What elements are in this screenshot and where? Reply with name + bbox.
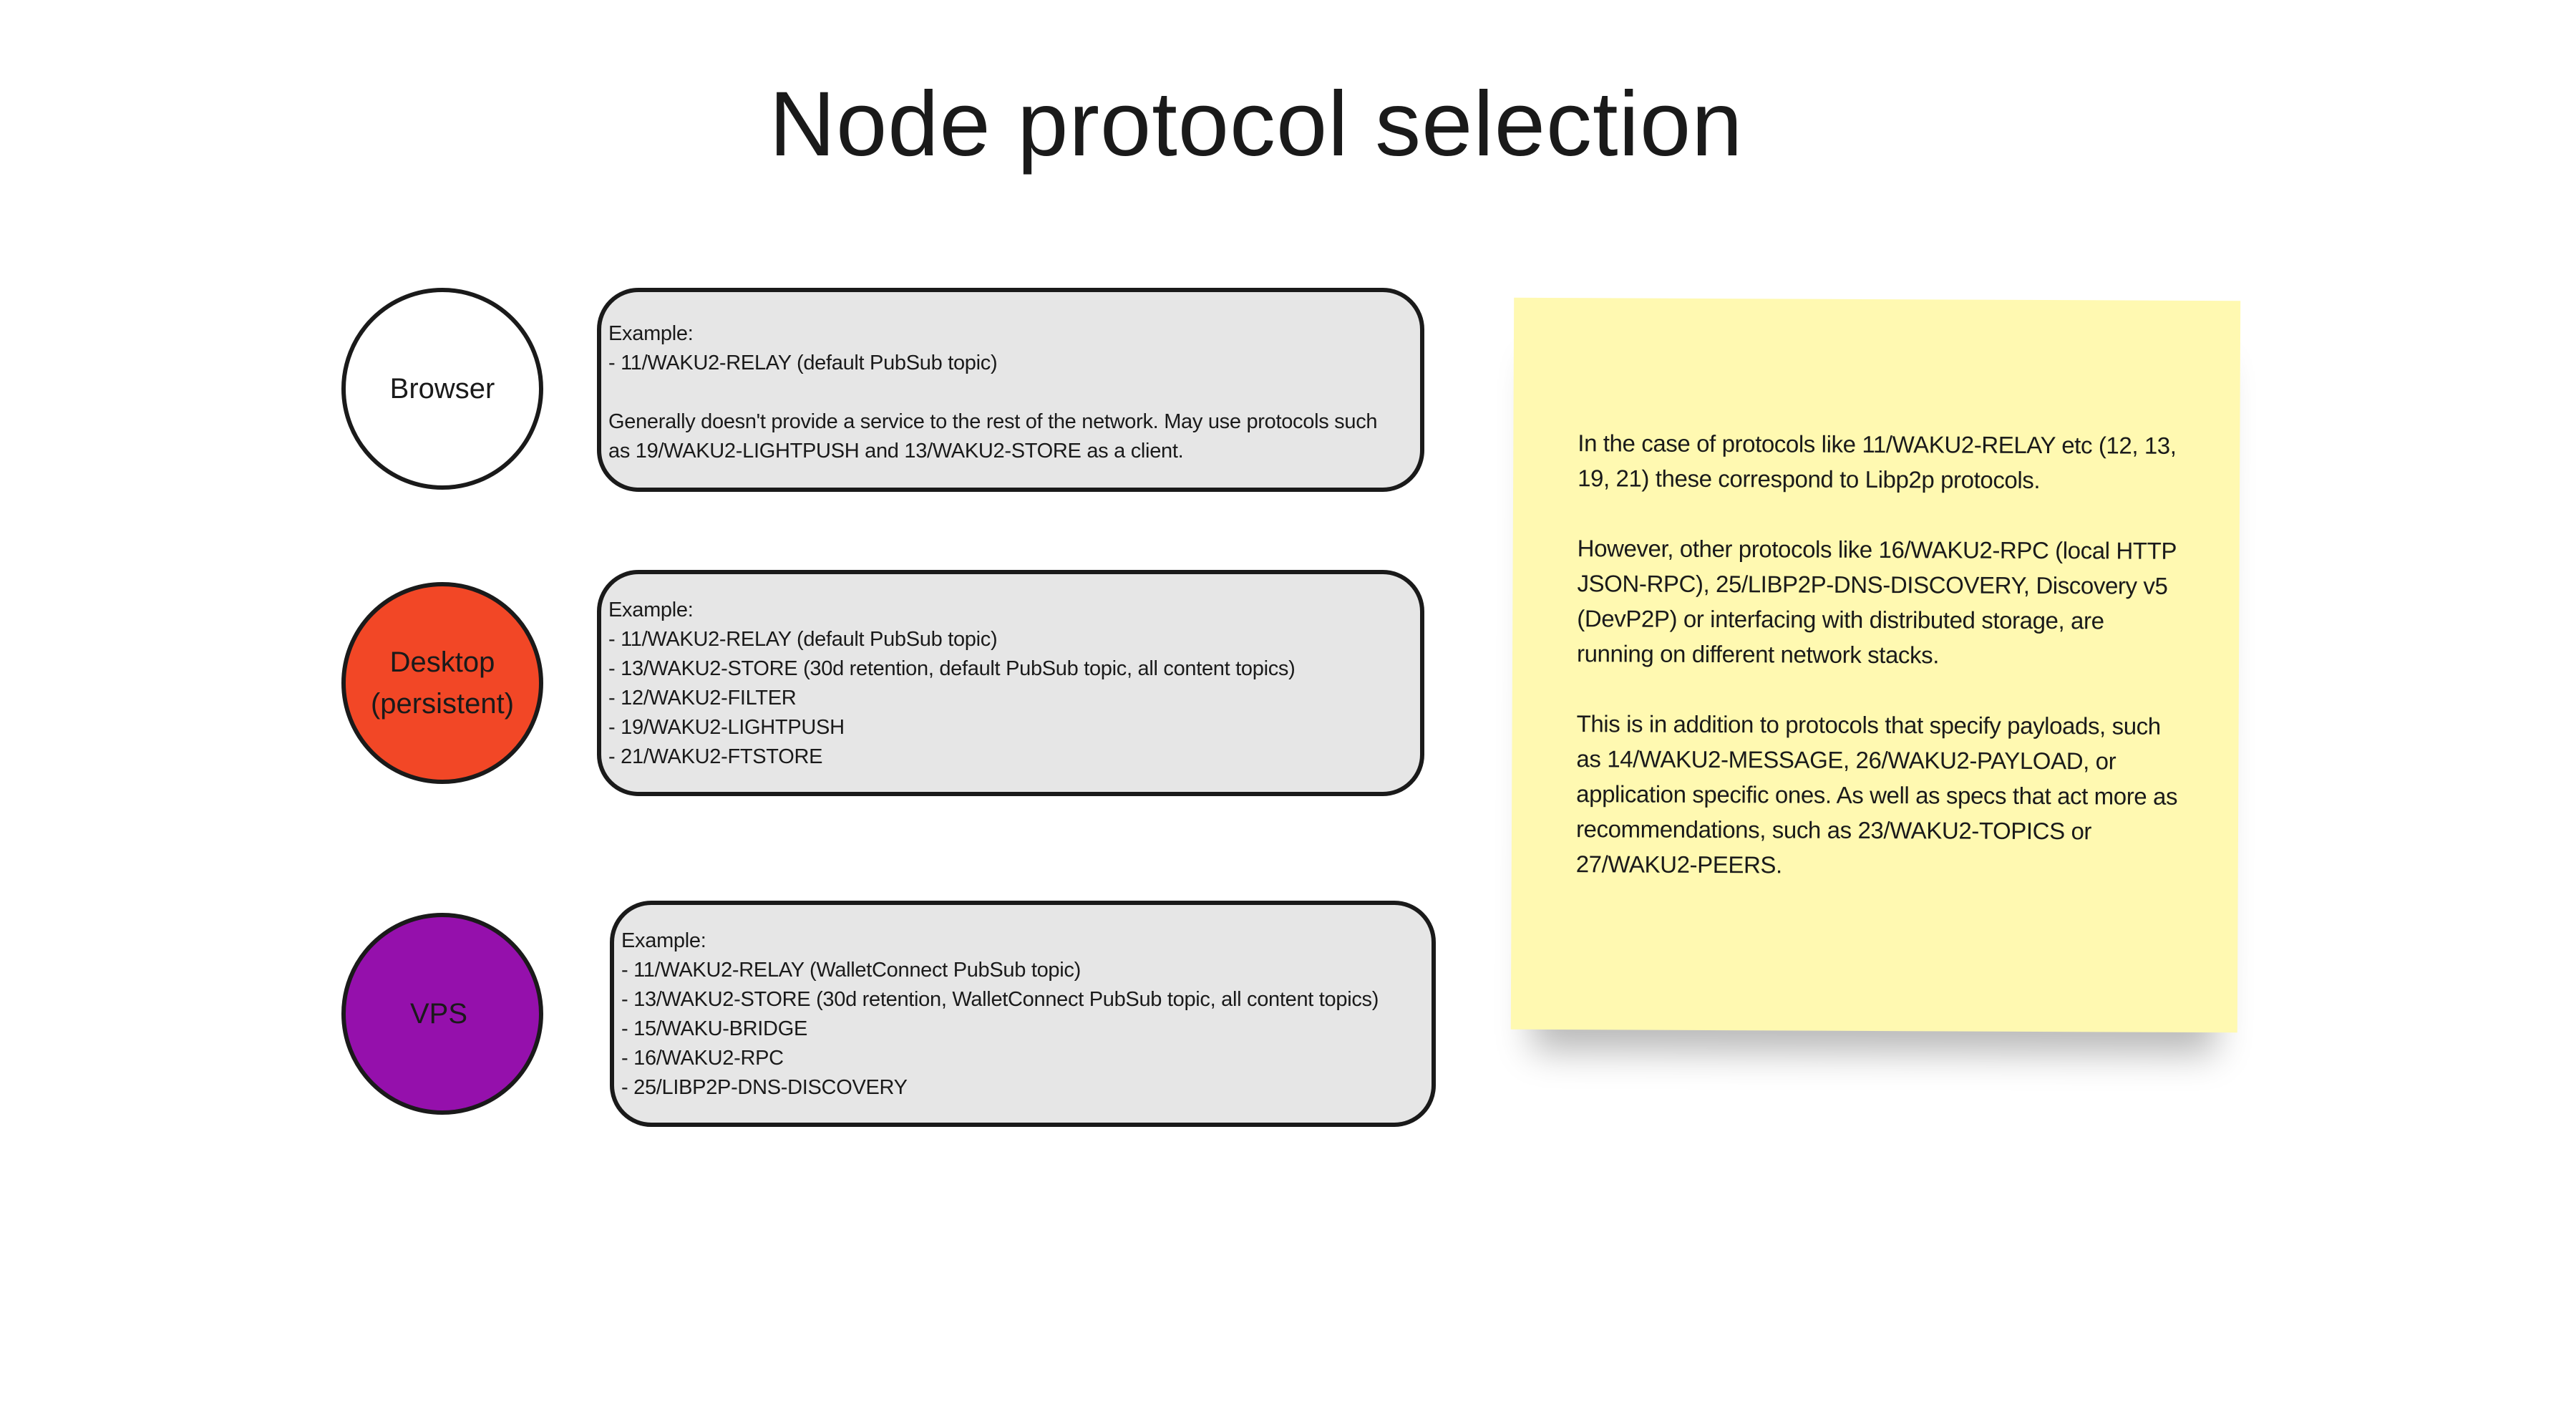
box-line: - 11/WAKU2-RELAY (default PubSub topic) — [608, 628, 998, 651]
sticky-paragraph: In the case of protocols like 11/WAKU2-R… — [1578, 430, 2177, 493]
node-label-line1: Desktop — [389, 647, 495, 678]
node-browser[interactable]: Browser — [341, 288, 543, 490]
page-title: Node protocol selection — [769, 73, 1744, 175]
box-line — [608, 378, 1420, 407]
box-line: - 16/WAKU2-RPC — [621, 1047, 784, 1070]
browser-description-box[interactable]: Example: - 11/WAKU2-RELAY (default PubSu… — [597, 288, 1424, 492]
box-line: - 11/WAKU2-RELAY (default PubSub topic) — [608, 352, 998, 374]
desktop-description-box[interactable]: Example: - 11/WAKU2-RELAY (default PubSu… — [597, 570, 1424, 796]
node-label: Browser — [389, 373, 495, 405]
box-line: - 15/WAKU-BRIDGE — [621, 1017, 807, 1040]
node-label-line2: (persistent) — [370, 688, 515, 720]
box-line: - 13/WAKU2-STORE (30d retention, default… — [608, 657, 1296, 680]
vps-description-box[interactable]: Example: - 11/WAKU2-RELAY (WalletConnect… — [610, 901, 1436, 1127]
box-line: - 13/WAKU2-STORE (30d retention, WalletC… — [621, 988, 1379, 1011]
box-line: - 12/WAKU2-FILTER — [608, 687, 797, 710]
sticky-paragraph: However, other protocols like 16/WAKU2-R… — [1576, 535, 2177, 669]
box-line: Example: — [608, 599, 694, 621]
sticky-note[interactable]: In the case of protocols like 11/WAKU2-R… — [1510, 297, 2241, 1033]
node-label: VPS — [409, 998, 468, 1030]
box-line: Generally doesn't provide a service to t… — [608, 410, 1378, 463]
box-line: Example: — [621, 929, 706, 952]
box-line: - 21/WAKU2-FTSTORE — [608, 745, 823, 768]
box-line: - 25/LIBP2P-DNS-DISCOVERY — [621, 1076, 908, 1099]
sticky-paragraph: This is in addition to protocols that sp… — [1575, 710, 2178, 878]
node-desktop[interactable]: Desktop (persistent) — [341, 582, 543, 784]
box-line: Example: — [608, 322, 694, 345]
node-vps[interactable]: VPS — [341, 913, 543, 1115]
box-line: - 19/WAKU2-LIGHTPUSH — [608, 716, 845, 739]
box-line: - 11/WAKU2-RELAY (WalletConnect PubSub t… — [621, 959, 1081, 982]
